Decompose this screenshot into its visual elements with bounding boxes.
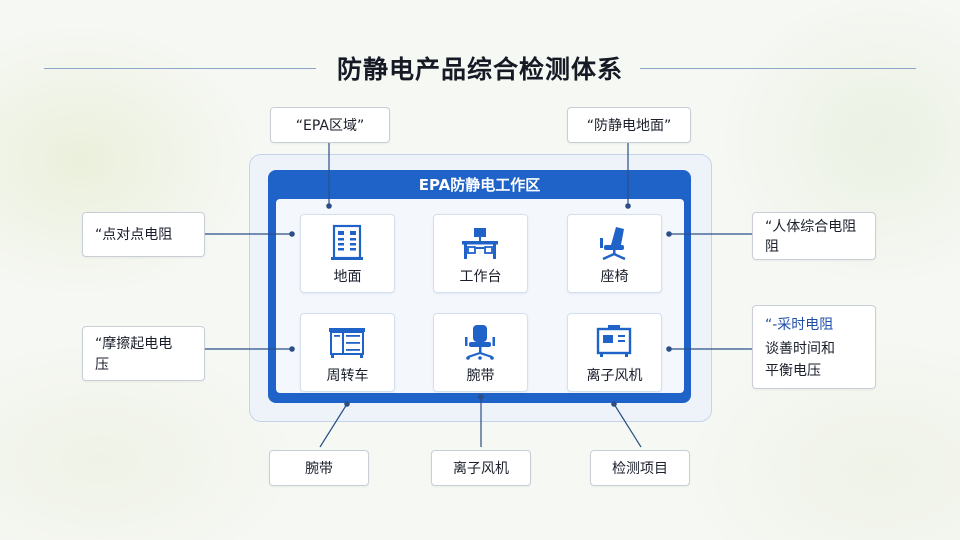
- callout-wrist-strap: 腕带: [269, 450, 369, 486]
- tile-label: 离子风机: [586, 368, 643, 384]
- ionizer-icon: [596, 325, 632, 357]
- tile-workbench[interactable]: 工作台: [433, 214, 528, 293]
- callout-ionizer: 离子风机: [431, 450, 531, 486]
- epa-frame-title: EPA防静电工作区: [418, 176, 541, 194]
- callout-text-line-2: 压: [95, 357, 109, 373]
- page-title: 防静电产品综合检测体系: [336, 55, 623, 84]
- callout-decay-time: “-采时电阻 谈善时间和 平衡电压: [752, 305, 876, 389]
- chair-icon: [600, 227, 626, 261]
- tile-label: 周转车: [326, 368, 369, 384]
- floor-panel-icon: [331, 224, 363, 260]
- tile-wrist-strap[interactable]: 腕带: [433, 313, 528, 392]
- tile-cart[interactable]: 周转车: [300, 313, 395, 392]
- tile-chair[interactable]: 座椅: [567, 214, 662, 293]
- tile-label: 工作台: [459, 269, 502, 285]
- tile-floor[interactable]: 地面: [300, 214, 395, 293]
- tile-label: 腕带: [466, 368, 495, 384]
- callout-text: “EPA区域”: [295, 118, 365, 134]
- callout-point-resistance: “点对点电阻: [82, 212, 205, 257]
- callout-body-resistance: “人体综合电阻 阻: [752, 212, 876, 260]
- callout-static-floor: “防静电地面”: [567, 107, 691, 143]
- office-chair-icon: [465, 325, 495, 360]
- callout-text: 离子风机: [453, 461, 509, 477]
- tile-ionizer[interactable]: 离子风机: [567, 313, 662, 392]
- title-rule-left: [44, 68, 316, 69]
- callout-test-items: 检测项目: [590, 450, 690, 486]
- title-rule-right: [640, 68, 916, 69]
- tile-label: 地面: [333, 269, 362, 285]
- workbench-icon: [462, 228, 498, 259]
- callout-text-line-1: “人体综合电阻: [765, 219, 857, 235]
- callout-text-line-2: 阻: [765, 239, 779, 255]
- callout-text-line-1: “-采时电阻: [765, 317, 834, 333]
- callout-tribo-voltage: “摩擦起电电 压: [82, 326, 205, 381]
- callout-epa-area: “EPA区域”: [270, 107, 390, 143]
- cart-cabinet-icon: [329, 328, 365, 358]
- callout-text-line-2: 谈善时间和: [765, 341, 835, 357]
- callout-text: 检测项目: [612, 461, 668, 477]
- callout-text: 腕带: [305, 461, 333, 477]
- callout-text: “点对点电阻: [95, 227, 173, 243]
- callout-text-line-1: “摩擦起电电: [95, 336, 173, 352]
- tile-label: 座椅: [600, 269, 629, 285]
- callout-text-line-3: 平衡电压: [765, 363, 821, 379]
- callout-text: “防静电地面”: [586, 118, 672, 134]
